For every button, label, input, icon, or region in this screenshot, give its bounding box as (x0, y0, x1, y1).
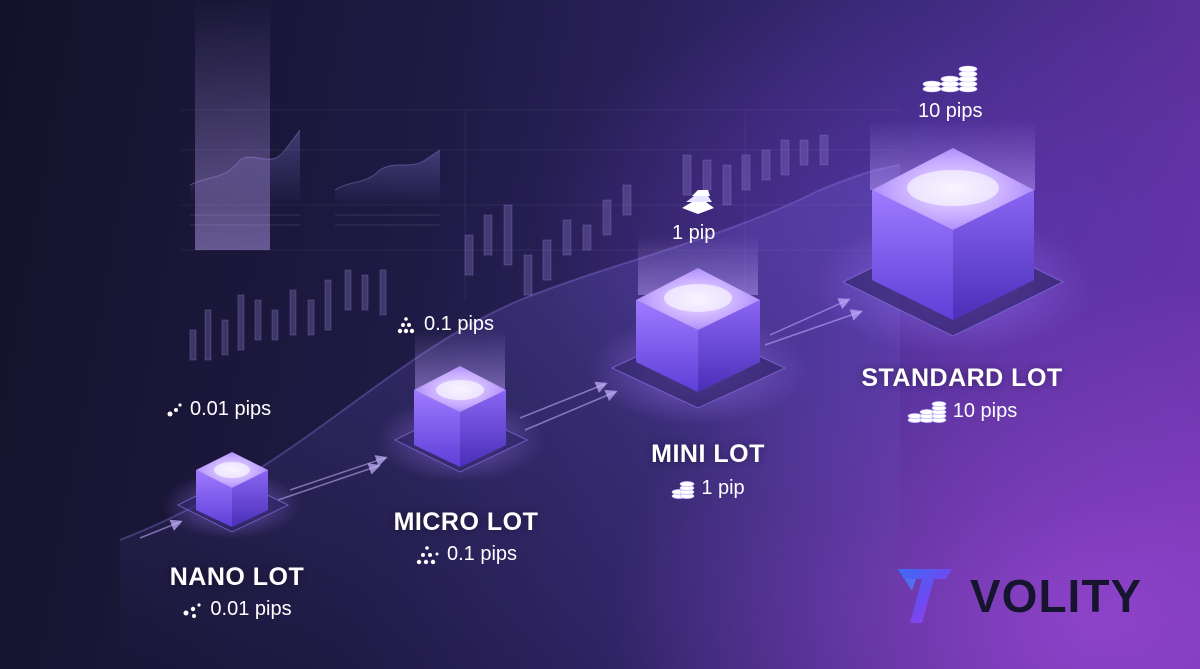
standard-top-pips: 10 pips (918, 100, 983, 122)
coin-stacks-icon (922, 62, 980, 99)
volity-logo-icon (894, 565, 956, 627)
gold-bars-icon (678, 186, 718, 221)
standard-lot-title: STANDARD LOT (861, 364, 1063, 392)
mini-lot-title: MINI LOT (651, 440, 765, 468)
dots-icon (182, 601, 204, 619)
micro-lot-cube (375, 330, 545, 482)
micro-lot-pips: 0.1 pips (356, 543, 576, 566)
dots-icon (415, 544, 441, 566)
standard-lot-cube (813, 120, 1093, 355)
mini-lot-cube (588, 235, 808, 425)
nano-lot-title: NANO LOT (169, 563, 305, 591)
mini-lot-pips: 1 pip (598, 477, 818, 500)
coins-icon (671, 478, 695, 500)
standard-lot-pips: 10 pips (852, 398, 1072, 424)
nano-top-pips: 0.01 pips (166, 398, 271, 421)
micro-top-pips: 0.1 pips (396, 313, 494, 336)
nano-lot-pips: 0.01 pips (127, 598, 347, 621)
brand-name: VOLITY (970, 570, 1143, 622)
dots-icon (166, 402, 184, 418)
brand-logo: VOLITY (894, 565, 1142, 627)
dots-icon (396, 315, 418, 335)
mini-top-pips: 1 pip (672, 222, 716, 244)
micro-lot-title: MICRO LOT (393, 508, 539, 536)
nano-lot-cube (162, 0, 302, 539)
coins-icon (907, 398, 947, 424)
